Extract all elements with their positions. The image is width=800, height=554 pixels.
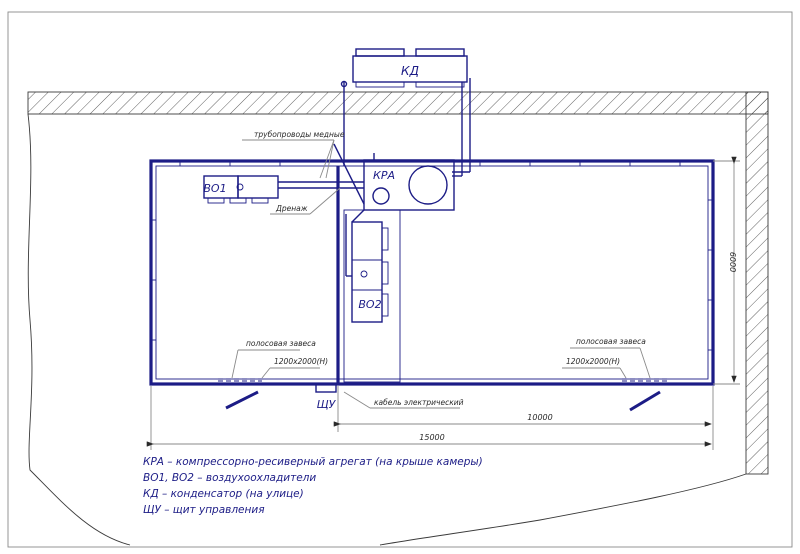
- legend-line-3: КД – конденсатор (на улице): [143, 488, 304, 500]
- label-inner-length: 10000: [527, 413, 552, 422]
- leader-curtain-left: [231, 349, 320, 379]
- label-kd: КД: [401, 64, 419, 78]
- legend-line-2: ВО1, ВО2 – воздухоохладители: [143, 472, 317, 484]
- label-kra: КРА: [373, 169, 395, 182]
- door-left: [218, 378, 262, 410]
- label-shu: ЩУ: [317, 398, 337, 411]
- leader-curtain-right: [562, 347, 651, 379]
- pipes-vo1: [278, 143, 365, 205]
- label-door-right-size: 1200х2000(Н): [566, 357, 620, 366]
- door-right: [622, 378, 668, 412]
- legend: КРА – компрессорно-ресиверный агрегат (н…: [143, 454, 503, 518]
- label-height: 6000: [728, 252, 737, 272]
- cold-room-walls: [149, 159, 715, 386]
- label-vo2: ВО2: [358, 298, 381, 311]
- pipes-condenser: [343, 78, 471, 177]
- pipes-vo2: [345, 209, 365, 277]
- dimension-inner-length: [333, 386, 714, 450]
- control-panel-shu: [315, 383, 337, 393]
- label-door-left-size: 1200х2000(Н): [274, 357, 328, 366]
- legend-line-1: КРА – компрессорно-ресиверный агрегат (н…: [143, 456, 483, 468]
- label-vo1: ВО1: [203, 182, 226, 195]
- building-wall: [27, 91, 769, 546]
- compressor-unit-kra: [363, 153, 455, 211]
- leader-pipes: [242, 139, 335, 179]
- label-curtain-left: полосовая завеса: [246, 339, 316, 348]
- label-drain: Дренаж: [275, 204, 308, 213]
- condenser-kd: [352, 48, 468, 88]
- leader-cable: [343, 391, 460, 409]
- pipe-start-dot: [340, 80, 348, 88]
- air-cooler-vo1: [203, 175, 279, 204]
- label-curtain-right: полосовая завеса: [576, 337, 646, 346]
- label-pipes: трубопроводы медные: [254, 130, 345, 139]
- label-total-length: 15000: [419, 433, 444, 442]
- dimension-height: [713, 156, 740, 385]
- riser-shaft: [343, 209, 401, 383]
- dimension-total-length: [146, 386, 712, 450]
- sheet-frame: [7, 11, 793, 548]
- legend-line-4: ЩУ – щит управления: [143, 504, 265, 516]
- label-cable: кабель электрический: [374, 398, 464, 407]
- air-cooler-vo2: [351, 221, 389, 323]
- leader-drain: [270, 187, 341, 215]
